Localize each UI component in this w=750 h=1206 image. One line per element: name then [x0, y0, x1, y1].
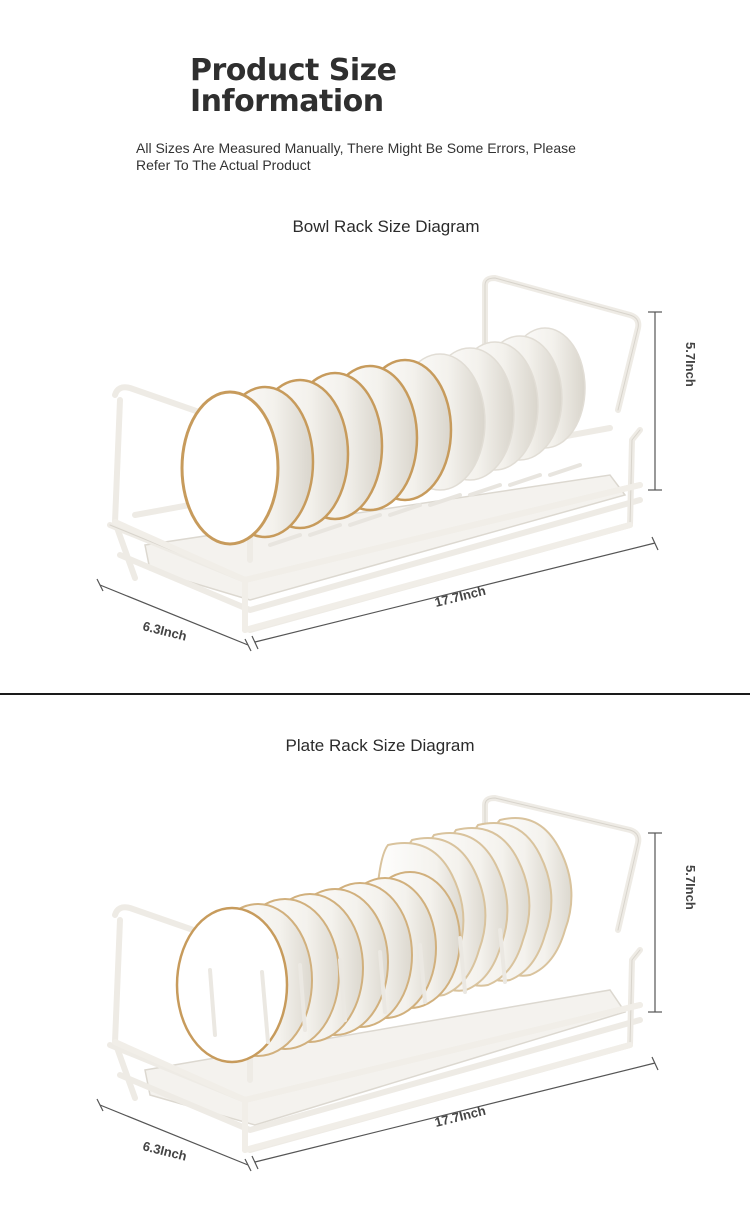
width-dimension: [96, 1098, 252, 1172]
length-label: 17.7Inch: [433, 583, 487, 610]
page-title-line-1: Product Size: [190, 53, 397, 88]
bowl-stack: [180, 327, 586, 546]
page-title-line-2: Information: [190, 84, 384, 119]
height-label: 5.7Inch: [683, 865, 698, 910]
length-label: 17.7Inch: [433, 1103, 487, 1130]
width-label: 6.3Inch: [141, 1138, 188, 1163]
measurement-note-line-1: All Sizes Are Measured Manually, There M…: [136, 140, 576, 156]
bowl-rack-diagram: 5.7Inch 17.7Inch 6.3Inch: [96, 275, 698, 652]
measurement-note-line-2: Refer To The Actual Product: [136, 157, 311, 173]
width-label: 6.3Inch: [141, 618, 188, 643]
measurement-note: All Sizes Are Measured Manually, There M…: [136, 140, 636, 174]
width-dimension: [96, 578, 252, 652]
plate: [175, 906, 289, 1064]
section-divider: [0, 693, 750, 695]
length-dimension: [251, 1056, 659, 1170]
length-dimension: [251, 536, 659, 650]
height-dimension: [648, 832, 662, 1013]
height-label: 5.7Inch: [683, 342, 698, 387]
drip-tray: [144, 989, 627, 1126]
plate-rack-diagram: 5.7Inch 17.7Inch 6.3Inch: [96, 795, 698, 1172]
height-dimension: [648, 311, 662, 491]
plate-rack-title: Plate Rack Size Diagram: [285, 736, 475, 755]
bowl: [180, 390, 280, 546]
rack-dividers: [208, 928, 507, 1044]
page-title: Product Size Information: [190, 55, 397, 117]
rack-dividers: [268, 463, 582, 547]
bowl-rack-title: Bowl Rack Size Diagram: [292, 217, 480, 236]
plate-stack: [175, 817, 573, 1064]
